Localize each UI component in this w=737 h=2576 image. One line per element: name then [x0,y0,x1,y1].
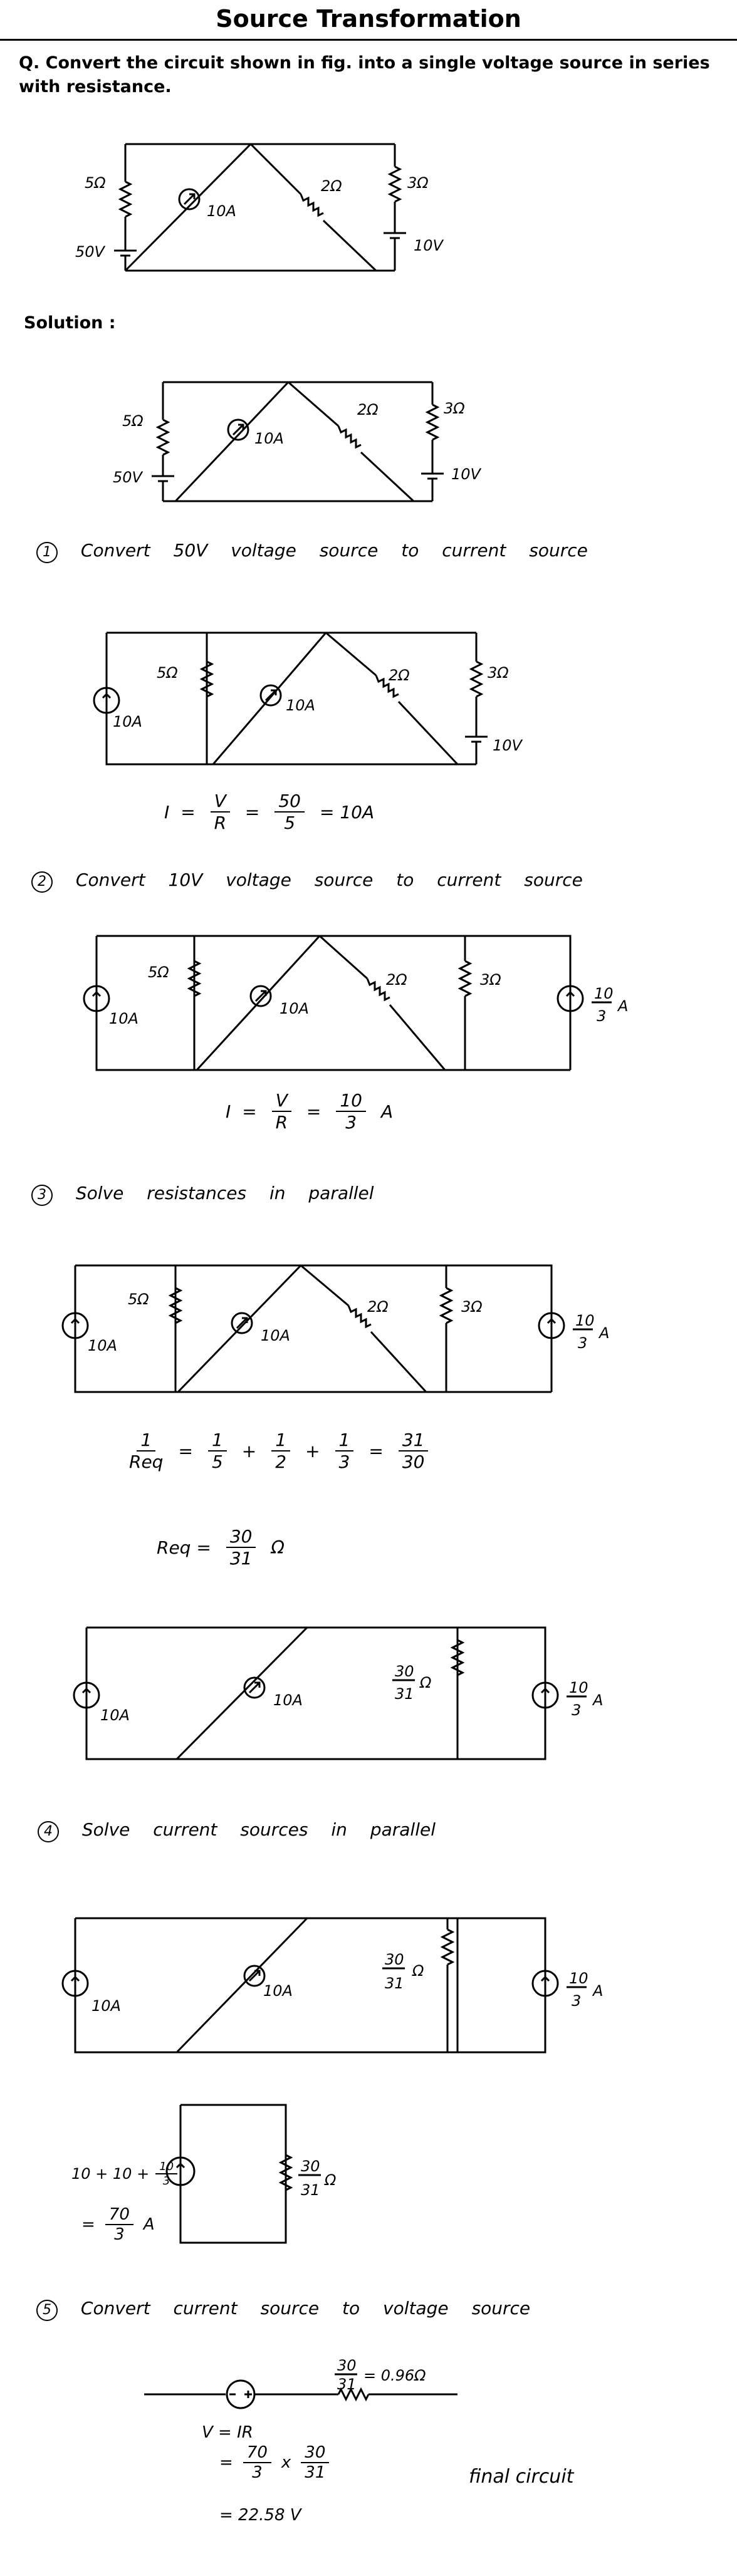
label-r5: 5Ω [157,664,178,682]
final-eq-line3: = 22.58 V [219,2506,301,2525]
label-i10: 10A [261,1327,290,1344]
label-ohm: Ω [412,1962,424,1980]
step-text: Solve current sources in parallel [81,1819,436,1840]
label-req-den: 31 [395,1685,414,1703]
label-r2: 2Ω [389,667,410,684]
step-text: Convert 10V voltage source to current so… [75,870,583,890]
circuit-solution: 5Ω 50V 10A 2Ω 3Ω 10V [113,381,482,502]
circuit-step1: 10A 5Ω 10A 2Ω 3Ω 10V [93,631,523,766]
circuit-single-source: 30 31 Ω [165,2104,337,2244]
label-final-r-value: = 0.96Ω [363,2367,426,2384]
label-i10: 10A [88,1337,117,1354]
label-r5: 5Ω [128,1291,149,1308]
label-i10-3-num: 10 [569,1970,588,1987]
label-ohm: Ω [419,1674,432,1691]
final-eq-line1: V = IR [202,2423,253,2442]
label-i10: 10A [100,1706,130,1724]
step-text: Convert 50V voltage source to current so… [80,540,588,561]
step-text: Solve resistances in parallel [75,1183,374,1203]
label-i10-3-den: 3 [572,1992,581,2010]
circuit-step2: 10A 5Ω 10A 2Ω 3Ω 10 3 A [83,935,628,1071]
label-i10-3-num: 10 [575,1312,595,1329]
label-i10: 10A [280,1000,309,1017]
label-r3: 3Ω [444,400,465,417]
label-ohm: Ω [324,2171,337,2189]
label-r3: 3Ω [488,664,509,682]
step-number: 3 [31,1185,53,1206]
label-req-den: 31 [385,1975,404,1992]
label-v10: 10V [414,237,444,254]
label-i10-3-num: 10 [569,1679,588,1696]
label-amp: A [598,1324,609,1342]
step-4: 4 Solve current sources in parallel [38,1819,436,1842]
question-text: Convert the circuit shown in fig. into a… [19,53,710,96]
label-r3: 3Ω [480,971,501,989]
label-r2: 2Ω [357,401,379,418]
label-v50: 50V [113,469,144,486]
label-i10: 10A [273,1691,303,1709]
label-v10: 10V [493,737,523,754]
label-r5: 5Ω [122,412,144,430]
label-v10: 10V [451,465,482,483]
title-rule [0,39,737,41]
label-i10-3-den: 3 [578,1334,587,1352]
label-i10: 10A [254,430,284,447]
label-req-num: 30 [395,1663,414,1680]
step-number: 4 [38,1821,59,1842]
label-v50: 50V [75,243,106,261]
step-2: 2 Convert 10V voltage source to current … [31,870,583,893]
label-r2: 2Ω [386,971,407,989]
label-i10: 10A [91,1997,121,2015]
label-i10-3-num: 10 [594,985,614,1002]
label-amp: A [592,1691,603,1709]
label-r5: 5Ω [148,963,169,981]
label-i10: 10A [207,202,236,220]
label-i10: 10A [286,697,315,714]
label-r5: 5Ω [85,174,106,192]
label-amp: A [592,1982,603,2000]
circuit-combined: 10A 10A 30 31 Ω 10 3 A [73,1626,603,1760]
label-r3: 3Ω [461,1298,483,1316]
question-prefix: Q. [19,53,40,73]
label-final-r-den: 31 [337,2376,357,2393]
label-i10: 10A [113,713,142,730]
final-caption: final circuit [469,2466,574,2488]
label-r3: 3Ω [407,174,429,192]
label-i10: 10A [263,1982,293,2000]
label-final-r-num: 30 [337,2357,357,2374]
label-req-num: 30 [385,1951,404,1968]
step-number: 1 [36,542,58,563]
solution-label: Solution : [24,313,116,333]
label-r2: 2Ω [321,177,342,195]
page-title: Source Transformation [216,5,521,33]
step-text: Convert current source to voltage source [80,2298,531,2319]
label-req-den: 31 [301,2181,320,2199]
step-1: 1 Convert 50V voltage source to current … [36,540,588,563]
label-amp: A [617,997,628,1015]
label-r2: 2Ω [367,1298,389,1316]
label-i10: 10A [109,1010,139,1027]
label-req-num: 30 [301,2158,320,2175]
step-number: 2 [31,871,53,893]
circuit-final: 30 31 = 0.96Ω [144,2357,457,2409]
step-3: 3 Solve resistances in parallel [31,1183,374,1206]
step-number: 5 [36,2300,58,2321]
step-5: 5 Convert current source to voltage sour… [36,2298,530,2321]
question: Q. Convert the circuit shown in fig. int… [19,51,721,99]
circuit-step3: 10A 5Ω 10A 2Ω 3Ω 10 3 A [61,1264,609,1393]
circuit-step4: 10A 10A 30 31 Ω 10 3 A [61,1917,603,2054]
label-i10-3-den: 3 [597,1007,606,1025]
label-i10-3-den: 3 [572,1701,581,1719]
circuit-original: 5Ω 50V 10A 2Ω 3Ω 10V [75,143,444,272]
